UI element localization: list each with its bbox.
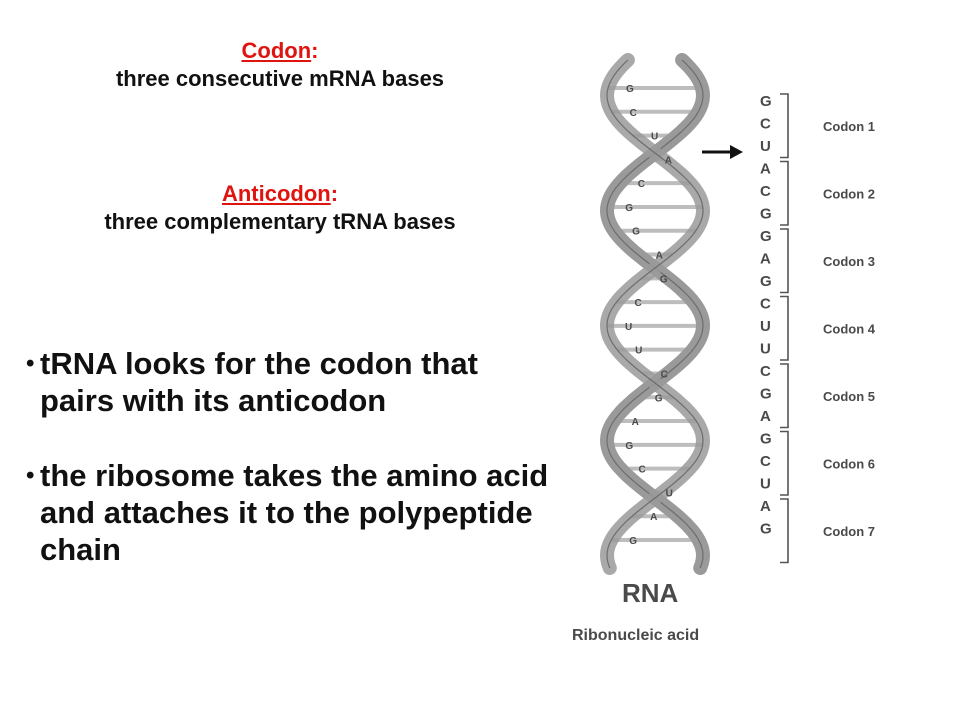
codon-label: Codon 4 <box>823 321 876 336</box>
codon-base-letter: G <box>760 206 772 223</box>
codon-term: Codon: <box>241 38 319 63</box>
helix-base-letter: C <box>661 369 668 380</box>
codon-base-letter: G <box>760 431 772 448</box>
bullet-item-2: the ribosome takes the amino acid and at… <box>26 457 560 568</box>
codon-base-letter: G <box>760 521 772 538</box>
codon-bracket <box>780 430 789 496</box>
codon-bracket <box>780 93 789 159</box>
helix-base-letter: U <box>625 322 632 333</box>
helix-base-letter: A <box>650 512 657 523</box>
codon-bracket <box>780 498 789 564</box>
codon-base-letter: A <box>760 161 771 178</box>
codon-definition: Codon: three consecutive mRNA bases <box>0 38 560 94</box>
codon-base-letter: C <box>760 453 771 470</box>
codon-labels: Codon 1 Codon 2 Codon 3 Codon 4 Codon 5 Codon… <box>823 119 876 539</box>
codon-bracket <box>780 295 789 361</box>
codon-bracket <box>780 160 789 226</box>
codon-description: three consecutive mRNA bases <box>115 66 445 91</box>
helix-base-letter: C <box>638 465 645 476</box>
codon-bracket <box>780 228 789 294</box>
helix-base-letter: G <box>625 441 633 452</box>
helix-base-letter: A <box>632 417 639 428</box>
helix-base-letter: G <box>632 227 640 238</box>
codon-base-letter: G <box>760 228 772 245</box>
helix-base-letter: G <box>660 274 668 285</box>
helix-base-letter: G <box>626 84 634 95</box>
codon-bracket <box>780 363 789 429</box>
codon-base-letter: G <box>760 386 772 403</box>
bullet-list: tRNA looks for the codon that pairs with… <box>26 345 560 606</box>
codon-label: Codon 2 <box>823 186 875 201</box>
codon-label: Codon 6 <box>823 456 875 471</box>
helix-strand-edge <box>606 59 704 569</box>
helix-base-letter: A <box>665 155 672 166</box>
codon-base-letter: A <box>760 408 771 425</box>
codon-base-letter: G <box>760 93 772 110</box>
helix-base-letters: G C U A C G G A G C U U C G A G C U A G <box>625 84 673 547</box>
codon-base-letter: A <box>760 251 771 268</box>
helix-strands <box>599 53 711 575</box>
anticodon-definition: Anticodon: three complementary tRNA base… <box>0 181 560 237</box>
codon-base-letter: C <box>760 116 771 133</box>
codon-label: Codon 1 <box>823 119 875 134</box>
text-panel: Codon: three consecutive mRNA bases Anti… <box>0 0 560 720</box>
codon-brackets <box>780 93 789 564</box>
codon-base-letter: U <box>760 318 771 335</box>
codon-base-letter: U <box>760 138 771 155</box>
codon-base-letter: C <box>760 296 771 313</box>
helix-base-letter: G <box>629 536 637 547</box>
codon-base-letter: A <box>760 498 771 515</box>
helix-base-letter: G <box>655 393 663 404</box>
codon-label: Codon 7 <box>823 524 875 539</box>
helix-base-letter: U <box>651 132 658 143</box>
helix-base-letter: C <box>638 179 645 190</box>
helix-base-letter: U <box>635 346 642 357</box>
arrow-icon <box>702 145 743 159</box>
helix-base-letter: C <box>630 108 637 119</box>
helix-base-letter: C <box>635 298 642 309</box>
diagram-subtitle: Ribonucleic acid <box>572 627 699 644</box>
codon-label: Codon 5 <box>823 389 875 404</box>
diagram-title: RNA <box>622 578 679 608</box>
helix-base-letter: G <box>625 203 633 214</box>
bullet-item-1: tRNA looks for the codon that pairs with… <box>26 345 560 419</box>
codon-base-letter: G <box>760 273 772 290</box>
helix-strand-edge <box>606 59 704 569</box>
codon-base-letter: U <box>760 476 771 493</box>
codon-base-letter: C <box>760 363 771 380</box>
anticodon-term: Anticodon: <box>221 181 339 206</box>
codon-label: Codon 3 <box>823 254 875 269</box>
helix-base-letter: U <box>666 488 673 499</box>
anticodon-description: three complementary tRNA bases <box>104 209 456 234</box>
helix-base-letter: A <box>656 251 663 262</box>
codon-base-letter: C <box>760 183 771 200</box>
codon-base-letter: U <box>760 341 771 358</box>
